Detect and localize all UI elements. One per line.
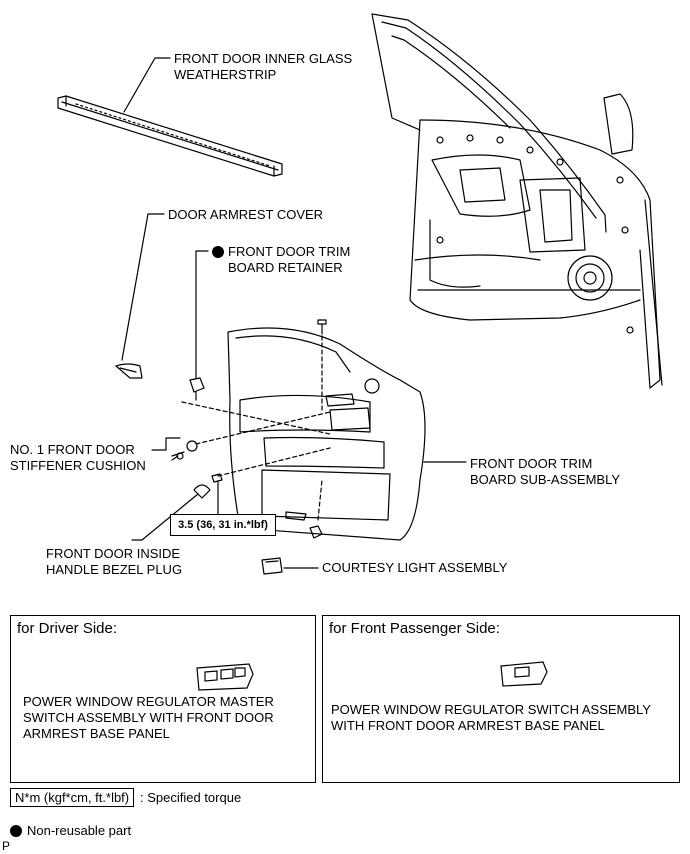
corner-mark: P bbox=[2, 839, 11, 853]
label-trim-board-retainer: FRONT DOOR TRIM BOARD RETAINER bbox=[228, 244, 351, 275]
armrest-cover-leader bbox=[121, 213, 165, 361]
label-inside-handle-bezel-plug: FRONT DOOR INSIDE HANDLE BEZEL PLUG bbox=[46, 546, 183, 577]
retainer-leader bbox=[195, 250, 209, 379]
stiffener-cushion-drawing bbox=[171, 440, 198, 461]
armrest-cover-drawing bbox=[115, 363, 143, 379]
retainer-clip-drawing bbox=[189, 377, 205, 401]
non-reusable-dot-icon bbox=[212, 246, 224, 258]
top-bolt-drawing bbox=[317, 319, 327, 335]
trim-board-drawing bbox=[227, 327, 426, 541]
torque-legend-swatch: N*m (kgf*cm, ft.*lbf) bbox=[10, 788, 135, 807]
passenger-side-box: for Front Passenger Side: POWER WINDOW R… bbox=[322, 615, 680, 783]
stiffener-leader bbox=[151, 437, 181, 451]
bezel-plug-leader bbox=[131, 493, 199, 541]
courtesy-light-drawing bbox=[261, 557, 283, 575]
label-courtesy-light-assembly: COURTESY LIGHT ASSEMBLY bbox=[322, 560, 508, 575]
weatherstrip-drawing bbox=[57, 95, 283, 177]
driver-part-label: POWER WINDOW REGULATOR MASTER SWITCH ASS… bbox=[23, 694, 274, 741]
weatherstrip-leader bbox=[123, 57, 171, 113]
bezel-plug-drawing bbox=[193, 484, 211, 499]
label-inner-glass-weatherstrip: FRONT DOOR INNER GLASS WEATHERSTRIP bbox=[174, 51, 353, 82]
door-frame-drawing bbox=[371, 13, 663, 389]
label-trim-board-sub-assembly: FRONT DOOR TRIM BOARD SUB-ASSEMBLY bbox=[470, 456, 621, 487]
label-door-armrest-cover: DOOR ARMREST COVER bbox=[168, 207, 324, 222]
label-stiffener-cushion: NO. 1 FRONT DOOR STIFFENER CUSHION bbox=[10, 442, 146, 473]
non-reusable-legend-text: Non-reusable part bbox=[27, 823, 132, 838]
screw-drawing bbox=[211, 473, 223, 493]
assembly-lines bbox=[181, 335, 331, 521]
master-switch-drawing bbox=[196, 663, 254, 691]
passenger-switch-drawing bbox=[500, 661, 548, 687]
lower-screw-drawing bbox=[309, 525, 323, 539]
torque-legend-text: : Specified torque bbox=[140, 790, 242, 805]
passenger-side-title: for Front Passenger Side: bbox=[329, 620, 500, 637]
passenger-part-label: POWER WINDOW REGULATOR SWITCH ASSEMBLY W… bbox=[331, 702, 651, 733]
driver-side-box: for Driver Side: POWER WINDOW REGULATOR … bbox=[10, 615, 316, 783]
driver-side-title: for Driver Side: bbox=[17, 620, 118, 637]
non-reusable-legend-dot-icon bbox=[10, 825, 22, 837]
torque-callout: 3.5 (36, 31 in.*lbf) bbox=[170, 514, 276, 536]
